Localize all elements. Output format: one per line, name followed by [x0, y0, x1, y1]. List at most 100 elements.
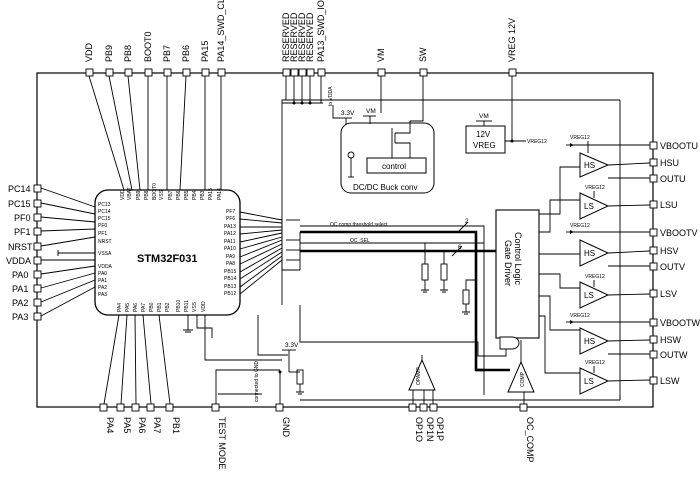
svg-text:HSW: HSW	[660, 335, 682, 345]
bottom-pins: PA4 PA5 PA6 PA7 PB1 TEST MODE GND OP1O O…	[99, 403, 535, 469]
top-pin-label: VDD	[84, 42, 94, 62]
top-pin-sw: SW	[418, 47, 428, 77]
svg-text:PA0: PA0	[98, 271, 107, 277]
svg-text:PA3: PA3	[12, 312, 28, 322]
svg-text:HSV: HSV	[660, 246, 679, 256]
svg-text:COMP: COMP	[520, 371, 526, 387]
bottom-pin-gnd: GND	[275, 403, 291, 438]
svg-text:GND: GND	[281, 417, 291, 438]
svg-text:3.3V: 3.3V	[285, 342, 299, 349]
svg-text:PA6: PA6	[137, 417, 147, 433]
svg-text:PB1: PB1	[157, 302, 163, 312]
oc-sel-label: OC_SEL	[350, 238, 370, 244]
right-pin-hsu: HSU	[607, 158, 679, 168]
svg-text:PB3: PB3	[200, 190, 206, 200]
top-pin-reserved-3: RESERVED	[297, 12, 307, 77]
right-pin-outw: OUTW	[608, 350, 688, 360]
svg-text:TEST MODE: TEST MODE	[217, 417, 227, 469]
svg-text:PB12: PB12	[224, 291, 236, 297]
svg-text:HS: HS	[584, 161, 595, 170]
vreg-vm-label: VM	[479, 113, 489, 120]
svg-text:PA10: PA10	[224, 246, 236, 252]
svg-text:VSS: VSS	[192, 301, 198, 312]
svg-text:VBOOTW: VBOOTW	[660, 318, 700, 328]
top-pin-pb7: PB7	[162, 45, 172, 77]
ls-driver-u: LS VREG12	[579, 185, 610, 220]
svg-text:NRST: NRST	[98, 239, 112, 245]
driver-wires	[539, 100, 621, 400]
svg-text:PB14: PB14	[224, 276, 236, 282]
top-pin-label: BOOT0	[143, 31, 153, 62]
hs-driver-v: HS VREG12	[566, 223, 620, 267]
svg-text:PF0: PF0	[98, 223, 107, 229]
svg-text:LSU: LSU	[660, 200, 678, 210]
svg-text:PA15: PA15	[208, 188, 214, 200]
svg-text:VSS: VSS	[159, 189, 165, 200]
right-pin-hsw: HSW	[607, 335, 682, 345]
dcdc-buck-block: DC/DC Buck conv control VM 3.3V	[340, 108, 435, 194]
right-pins: VBOOTU HSU OUTU LSU VBOOTV HSV OUTV LSV …	[607, 141, 700, 386]
svg-text:LS: LS	[584, 202, 594, 211]
svg-text:PB9: PB9	[136, 190, 142, 200]
right-pin-vbootu: VBOOTU	[620, 141, 698, 151]
buck-vm-label: VM	[366, 108, 376, 115]
bottom-pin-oc-comp: OC_COMP	[519, 403, 535, 463]
svg-text:PA12: PA12	[224, 231, 236, 237]
svg-text:VBAT: VBAT	[127, 187, 133, 200]
top-pin-label: RESERVED	[281, 12, 291, 62]
svg-text:VBOOTV: VBOOTV	[660, 228, 698, 238]
svg-text:OUTW: OUTW	[660, 350, 688, 360]
svg-text:PB13: PB13	[224, 284, 236, 290]
top-pin-label: VM	[376, 49, 386, 63]
svg-text:PA6: PA6	[133, 303, 139, 312]
top-pin-label: PB8	[123, 45, 133, 62]
svg-text:PC14: PC14	[98, 209, 111, 215]
svg-text:PF1: PF1	[14, 227, 31, 237]
svg-text:VSSA: VSSA	[98, 251, 112, 257]
bottom-pin-pa5: PA5	[116, 403, 132, 433]
bottom-pin-pa4: PA4	[99, 403, 115, 433]
top-pin-pa14-swd-clk: PA14_SWD_CLK	[216, 0, 226, 77]
top-pin-label: PA14_SWD_CLK	[216, 0, 226, 62]
top-pin-label: PA15	[200, 41, 210, 62]
bottom-3v3: 3.3V	[278, 342, 304, 404]
mcu-right-labels: PF7 PF6 PA13 PA12 PA11 PA10 PA9 PA8 PB15…	[224, 209, 236, 297]
svg-text:VDDA: VDDA	[98, 264, 113, 270]
right-pin-outv: OUTV	[608, 262, 685, 272]
oc-threshold-label: OC comp threshold select	[330, 222, 388, 228]
top-pin-label: RESERVED	[305, 12, 315, 62]
top-pin-label: PB7	[162, 45, 172, 62]
svg-text:OP1N: OP1N	[425, 417, 435, 442]
svg-text:VREG12: VREG12	[585, 185, 605, 191]
svg-text:OPAMP: OPAMP	[416, 367, 422, 385]
top-pin-pb8: PB8	[123, 45, 133, 77]
bottom-pin-op1n: OP1N	[419, 403, 435, 442]
svg-text:PA7: PA7	[141, 303, 147, 312]
vreg-line1: 12V	[476, 130, 491, 139]
svg-text:PA13: PA13	[224, 224, 236, 230]
svg-text:PB5: PB5	[184, 190, 190, 200]
top-pin-label: RESERVED	[289, 12, 299, 62]
svg-text:PC14: PC14	[8, 184, 31, 194]
control-buses: OC comp threshold select 2 OC_SEL 6	[300, 218, 503, 395]
svg-text:VBOOTU: VBOOTU	[660, 141, 698, 151]
svg-text:OP1O: OP1O	[414, 417, 424, 442]
svg-text:PA2: PA2	[98, 285, 107, 291]
left-pin-nrst: NRST	[8, 236, 96, 252]
gate-driver-line1: Control Logic	[513, 232, 523, 286]
left-pin-pf1: PF1	[14, 227, 96, 237]
svg-text:PA8: PA8	[226, 261, 235, 267]
svg-text:LS: LS	[584, 377, 594, 386]
buck-control-label: control	[382, 162, 406, 171]
reserved-wiring	[281, 76, 620, 305]
right-pin-outu: OUTU	[608, 174, 686, 184]
ls-driver-v: LS VREG12	[579, 274, 610, 309]
mcu-bottom-labels: PA4 PA5 PA6 PA7 PB0 PB1 PB2 PB10 PB11 VS…	[117, 300, 207, 312]
svg-text:PB0: PB0	[149, 302, 155, 312]
mcu-top-labels: VDD VBAT PB9 PB8 BOOT0 VSS PB7 PB6 PB5 P…	[120, 183, 223, 200]
to-vdda-label: to VDDA	[328, 86, 334, 106]
svg-text:PF6: PF6	[226, 216, 235, 222]
svg-text:PB15: PB15	[224, 269, 236, 275]
left-pin-pa3: PA3	[12, 286, 96, 322]
svg-text:LSW: LSW	[660, 376, 680, 386]
